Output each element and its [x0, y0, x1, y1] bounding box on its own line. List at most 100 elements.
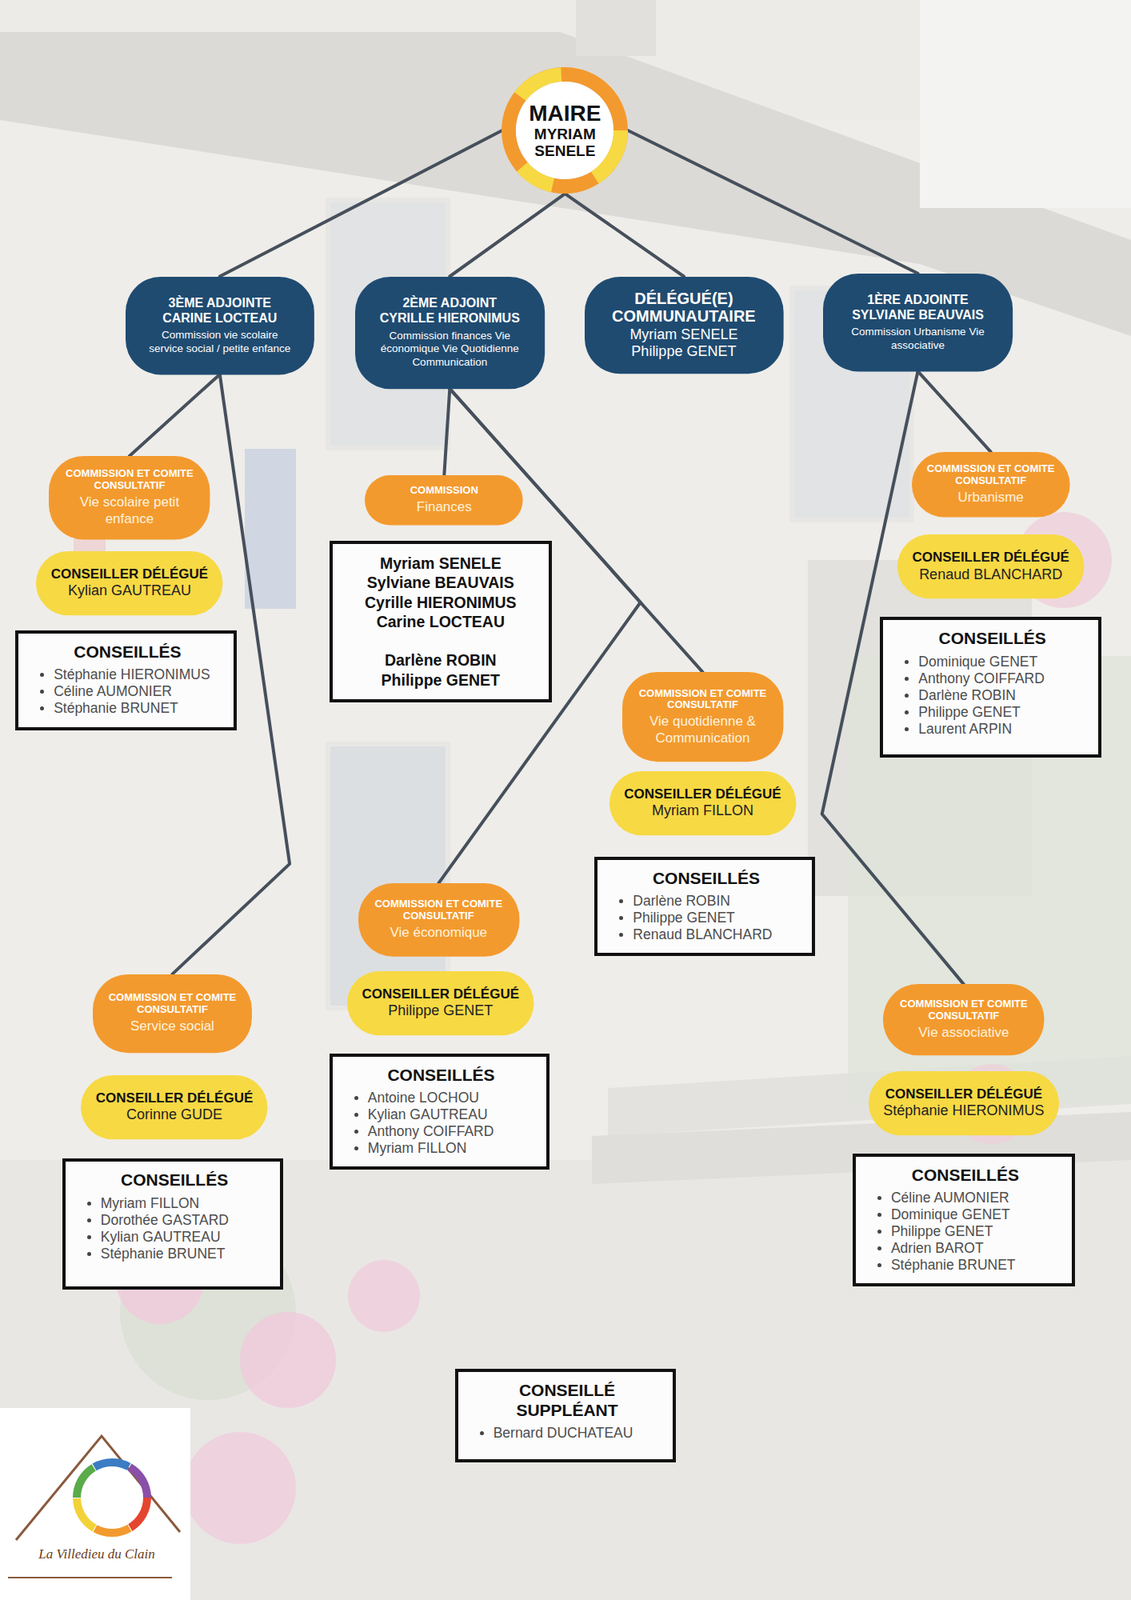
- pill-fill: [883, 983, 1044, 1056]
- node-content: COMMISSION ET COMITE CONSULTATIFVie écon…: [372, 898, 505, 941]
- list-item: Céline AUMONIER: [53, 683, 223, 700]
- logo-circle: [76, 1462, 148, 1533]
- delegate-pill: CONSEILLER DÉLÉGUÉPhilippe GENET: [347, 971, 534, 1036]
- connector-line: [443, 388, 450, 476]
- node-body: Myriam FILLON: [623, 802, 782, 820]
- node-content: COMMISSION ET COMITE CONSULTATIFUrbanism…: [926, 463, 1056, 506]
- pill-fill: [609, 771, 796, 836]
- bullet-dot: [39, 706, 44, 711]
- members-box: CONSEILLÉS Stéphanie HIERONIMUSCéline AUM…: [15, 630, 237, 731]
- node-content: CONSEILLER DÉLÉGUÉStéphanie HIERONIMUS: [883, 1086, 1045, 1120]
- list-row: Kylian GAUTREAU: [79, 1228, 270, 1246]
- list-item: Stéphanie BRUNET: [53, 699, 223, 717]
- list-row: Stéphanie BRUNET: [870, 1256, 1061, 1274]
- node-title: Myriam SENELE: [342, 553, 540, 573]
- list-item: Darlène ROBIN: [632, 892, 800, 910]
- pill-outline: [125, 276, 315, 375]
- delegate-pill: CONSEILLER DÉLÉGUÉCorinne GUDE: [80, 1075, 268, 1139]
- list-item: Antoine LOCHOU: [367, 1089, 536, 1107]
- gravel: [0, 1159, 1131, 1600]
- node-body: Stéphanie HIERONIMUS: [883, 1102, 1045, 1120]
- connector-line: [219, 130, 503, 276]
- list-row: Darlène ROBIN: [897, 687, 1088, 704]
- door: [327, 743, 448, 1008]
- node-body: Commission Urbanisme Vie associative: [845, 325, 991, 353]
- node-content: MAIREMYRIAM SENELE: [519, 100, 610, 160]
- node-content: CONSEILLÉSDominique GENETAnthony COIFFAR…: [883, 619, 1099, 747]
- node-body: Carine LOCTEAU: [342, 611, 540, 632]
- node-content: COMMISSIONFinances: [379, 484, 509, 516]
- node-title: CONSEILLER DÉLÉGUÉ: [50, 566, 208, 583]
- flowers: [239, 1311, 336, 1408]
- sky: [919, 0, 1131, 208]
- members-box: CONSEILLÉSMyriam FILLONDorothée GASTARDK…: [62, 1158, 284, 1289]
- list-row: Dominique GENET: [870, 1206, 1061, 1223]
- commission-pill: COMMISSION ET COMITE CONSULTATIFVie scol…: [48, 455, 210, 540]
- pill-fill: [868, 1071, 1060, 1135]
- members-box: CONSEILLÉSCéline AUMONIERDominique GENET…: [852, 1153, 1076, 1287]
- pill-fill: [622, 671, 784, 762]
- node-title: COMMISSION ET COMITE CONSULTATIF: [107, 991, 238, 1016]
- delegate-pill: CONSEILLER DÉLÉGUÉMyriam FILLON: [609, 771, 796, 836]
- connector-line: [449, 193, 565, 276]
- commission-pill: COMMISSION ET COMITE CONSULTATIFVie quot…: [622, 671, 784, 762]
- logo-line: [7, 1576, 172, 1579]
- list-row: Myriam FILLON: [347, 1139, 536, 1157]
- list-item: Kylian GAUTREAU: [367, 1106, 536, 1124]
- delegate-pill: CONSEILLER DÉLÉGUÉStéphanie HIERONIMUS: [868, 1071, 1060, 1135]
- node-content: COMMISSION ET COMITE CONSULTATIFService …: [107, 991, 238, 1035]
- logo-circle: [76, 1462, 148, 1533]
- list-row: Stéphanie HIERONIMUS: [32, 666, 223, 684]
- list-row: Dominique GENET: [897, 653, 1088, 671]
- connector-line: [918, 371, 992, 452]
- bullet-dot: [354, 1146, 359, 1151]
- node-title: CONSEILLÉS: [32, 641, 223, 662]
- pill-fill: [48, 455, 210, 540]
- commission-pill: COMMISSIONFinances: [364, 475, 524, 525]
- list-row: Kylian GAUTREAU: [347, 1106, 536, 1124]
- bullet-dot: [877, 1212, 882, 1217]
- node-content: CONSEILLÉSDarlène ROBINPhilippe GENETRen…: [597, 859, 812, 953]
- node-title: CONSEILLER DÉLÉGUÉ: [911, 549, 1070, 566]
- commission-pill: COMMISSION ET COMITE CONSULTATIFVie asso…: [883, 983, 1044, 1056]
- commission-pill: COMMISSION ET COMITE CONSULTATIFUrbanism…: [911, 451, 1071, 518]
- list-item: Myriam FILLON: [100, 1194, 270, 1212]
- deputy-pill: 1ÈRE ADJOINTE SYLVIANE BEAUVAISCommissio…: [823, 273, 1013, 372]
- node-title: CONSEILLÉS: [611, 867, 800, 888]
- pill-fill: [897, 534, 1084, 599]
- node-body: Sylviane BEAUVAIS: [342, 572, 540, 592]
- node-content: Myriam SENELESylviane BEAUVAISCyrille HI…: [342, 553, 540, 690]
- node-content: CONSEILLER DÉLÉGUÉKylian GAUTREAU: [50, 566, 208, 600]
- node-content: CONSEILLÉ SUPPLÉANTBernard DUCHATEAU: [458, 1371, 674, 1451]
- list-row: Adrien BAROT: [870, 1239, 1061, 1257]
- bullet-dot: [877, 1246, 882, 1251]
- node-content: CONSEILLÉSMyriam FILLONDorothée GASTARDK…: [65, 1161, 281, 1271]
- bullet-dot: [904, 693, 909, 698]
- ring-segment: [508, 74, 621, 187]
- deputy-pill: 2ÈME ADJOINT CYRILLE HIERONIMUSCommissio…: [355, 276, 545, 389]
- bullet-dot: [877, 1262, 882, 1267]
- facade: [0, 119, 1131, 1200]
- node-content: CONSEILLÉSCéline AUMONIERDominique GENET…: [855, 1156, 1072, 1283]
- list-item: Anthony COIFFARD: [918, 670, 1088, 688]
- chimney: [575, 0, 656, 56]
- logo-ground: [0, 1407, 191, 1600]
- connector-line: [627, 130, 918, 274]
- delegate-pill: CONSEILLER DÉLÉGUÉRenaud BLANCHARD: [897, 534, 1084, 599]
- node-title: 2ÈME ADJOINT CYRILLE HIERONIMUS: [377, 295, 523, 326]
- node-title: COMMISSION ET COMITE CONSULTATIF: [926, 463, 1056, 488]
- members-box: CONSEILLÉSDarlène ROBINPhilippe GENETRen…: [594, 856, 815, 956]
- list-item: Dominique GENET: [891, 1206, 1061, 1223]
- node-content: COMMISSION ET COMITE CONSULTATIFVie asso…: [897, 998, 1030, 1041]
- pill-fill: [347, 971, 534, 1036]
- node-body: Vie scolaire petit enfance: [63, 494, 196, 528]
- bullet-dot: [904, 659, 909, 664]
- connector-line: [564, 193, 684, 276]
- list-row: Darlène ROBIN: [611, 892, 800, 910]
- node-title: COMMISSION: [379, 484, 509, 497]
- node-body: Vie associative: [897, 1024, 1030, 1041]
- node-content: COMMISSION ET COMITE CONSULTATIFVie scol…: [63, 467, 196, 528]
- list-item: Renaud BLANCHARD: [632, 926, 800, 944]
